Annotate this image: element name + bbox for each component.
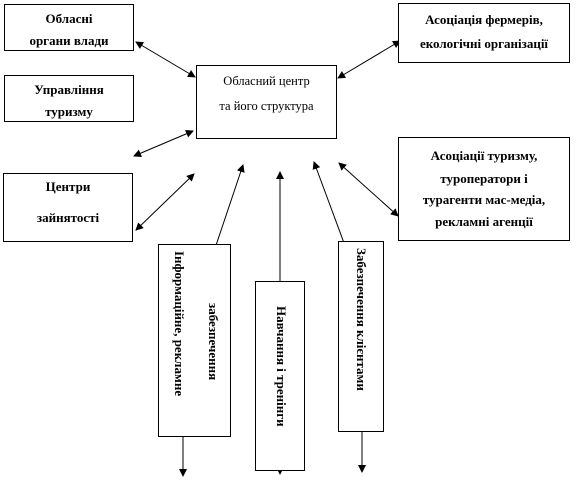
node-label-vertical: Інформаційне, рекламне <box>172 251 187 397</box>
node-label-line: туроператори і <box>440 171 528 186</box>
node-label-line: турагенти мас-медіа, <box>422 192 546 207</box>
node-label-line: Управління <box>34 82 104 97</box>
node-tourism-department: Управління туризму <box>4 75 134 122</box>
node-info-support: Інформаційне, рекламне забезпечення <box>158 244 231 437</box>
node-label-line: екологічні організації <box>419 36 549 51</box>
arrow-tourism-assoc-center <box>338 162 399 217</box>
arrow-tourism-dept-center <box>133 130 194 157</box>
node-label-line: Обласний центр <box>223 74 310 88</box>
node-label-line: туризму <box>45 104 93 119</box>
node-label-vertical: Навчання і тренінги <box>274 306 289 427</box>
node-label-line: рекламні агенції <box>435 214 533 229</box>
node-farmer-associations: Асоціація фермерів, екологічні організац… <box>398 3 570 63</box>
node-regional-authorities: Обласні органи влади <box>4 4 134 51</box>
node-label-line: Центри <box>45 179 91 194</box>
node-label-line: Асоціація фермерів, <box>425 12 543 27</box>
node-label-line: органи влади <box>29 33 109 48</box>
node-label-line: та його структура <box>219 99 314 113</box>
arrow-employment-center <box>135 173 195 231</box>
node-label-line: Асоціації туризму, <box>430 148 538 163</box>
node-client-support: Забезпечення клієнтами <box>338 241 384 432</box>
node-label-vertical: Забезпечення клієнтами <box>354 248 369 391</box>
node-training: Навчання і тренінги <box>255 281 305 471</box>
node-tourism-associations: Асоціації туризму, туроператори і тураге… <box>398 137 570 241</box>
node-label-vertical: забезпечення <box>206 303 221 381</box>
node-employment-centers: Центри зайнятості <box>3 173 133 242</box>
node-label-line: Обласні <box>45 11 93 26</box>
node-regional-center: Обласний центр та його структура <box>196 65 337 139</box>
arrow-farmers-center <box>337 40 401 79</box>
node-label-line: зайнятості <box>36 210 100 225</box>
arrow-authorities-center <box>135 41 196 78</box>
